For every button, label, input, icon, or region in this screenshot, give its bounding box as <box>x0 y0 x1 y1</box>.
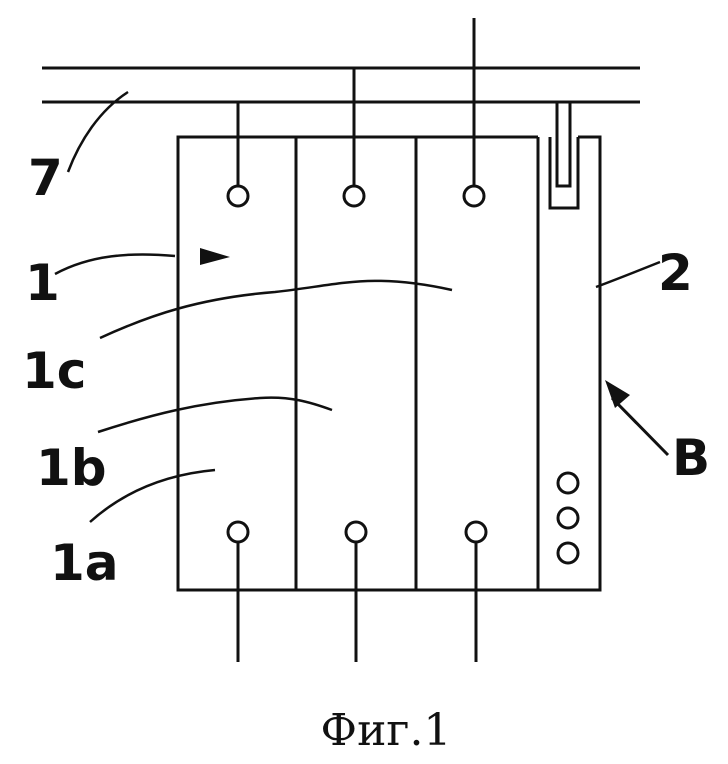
clip-outer <box>550 137 578 208</box>
terminal-bottom-3 <box>466 522 486 542</box>
leader-2 <box>596 262 660 287</box>
arrow-b-head <box>605 380 630 408</box>
leader-lines <box>55 92 668 522</box>
label-b: B <box>672 429 710 487</box>
top-terminals <box>228 18 484 206</box>
reference-labels: 7 1 1c 1b 1a 2 B <box>22 149 710 592</box>
leader-1 <box>55 254 175 274</box>
label-1: 1 <box>25 254 60 312</box>
figure-caption: Фиг.1 <box>321 705 452 756</box>
leader-1c <box>100 281 452 338</box>
bottom-terminals <box>228 522 486 662</box>
terminal-top-2 <box>344 186 364 206</box>
indicator-circle-1 <box>558 473 578 493</box>
label-2: 2 <box>658 244 693 302</box>
leader-7 <box>68 92 128 172</box>
terminal-bottom-2 <box>346 522 366 542</box>
terminal-top-1 <box>228 186 248 206</box>
leader-1a <box>90 470 215 522</box>
bus-bars <box>42 68 640 102</box>
label-7: 7 <box>28 149 63 207</box>
label-1a: 1a <box>50 534 119 592</box>
label-1b: 1b <box>36 439 107 497</box>
arrow-b-shaft <box>612 398 668 455</box>
indicator-circle-2 <box>558 508 578 528</box>
clip-hook <box>557 102 570 186</box>
label-1c: 1c <box>22 342 86 400</box>
terminal-bottom-1 <box>228 522 248 542</box>
arrow-1-head <box>200 248 230 265</box>
module-indicators <box>558 473 578 563</box>
module-clip <box>550 102 578 208</box>
indicator-circle-3 <box>558 543 578 563</box>
terminal-top-3 <box>464 186 484 206</box>
